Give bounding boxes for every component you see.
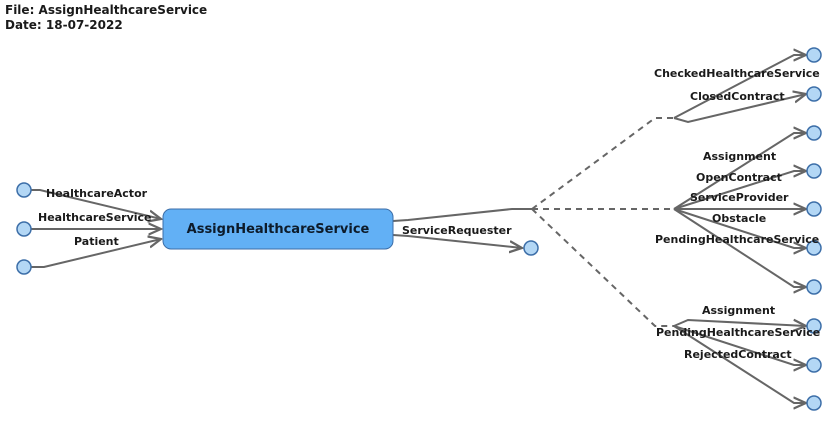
label-open-contract: OpenContract <box>696 171 782 184</box>
output-node-assignment-2[interactable] <box>806 318 822 334</box>
input-node-healthcare-actor[interactable] <box>16 182 32 198</box>
label-healthcare-service: HealthcareService <box>38 211 152 224</box>
label-service-requester: ServiceRequester <box>402 224 512 237</box>
label-patient: Patient <box>74 235 119 248</box>
edge-assignment-2 <box>673 320 806 326</box>
output-node-assignment-1[interactable] <box>806 125 822 141</box>
label-healthcare-actor: HealthcareActor <box>46 187 148 200</box>
label-assignment-2: Assignment <box>702 304 775 317</box>
output-node-pending-healthcare-service-1[interactable] <box>806 279 822 295</box>
edge-checked-healthcare-service <box>673 55 806 119</box>
edge-pending-healthcare-service-2 <box>673 325 806 365</box>
label-closed-contract: ClosedContract <box>690 90 785 103</box>
branch-dashed-3 <box>531 208 674 327</box>
output-node-obstacle[interactable] <box>806 240 822 256</box>
label-assignment-1: Assignment <box>703 150 776 163</box>
input-node-patient[interactable] <box>16 259 32 275</box>
label-obstacle: Obstacle <box>712 212 766 225</box>
output-node-checked-healthcare-service[interactable] <box>806 47 822 63</box>
label-checked-healthcare-service: CheckedHealthcareService <box>654 67 820 80</box>
input-node-healthcare-service[interactable] <box>16 221 32 237</box>
label-pending-healthcare-service-1: PendingHealthcareService <box>655 233 819 246</box>
edge-rejected-contract <box>673 325 806 403</box>
label-rejected-contract: RejectedContract <box>684 348 792 361</box>
edge-output-service-requester <box>392 234 522 248</box>
output-node-closed-contract[interactable] <box>806 86 822 102</box>
output-node-open-contract[interactable] <box>806 163 822 179</box>
edge-pending-healthcare-service-1 <box>673 208 806 287</box>
process-label: AssignHealthcareService <box>187 222 370 237</box>
output-node-service-requester[interactable] <box>523 240 539 256</box>
branch-dashed-1 <box>531 117 674 210</box>
output-node-rejected-contract[interactable] <box>806 395 822 411</box>
edge-obstacle <box>673 208 806 248</box>
file-title: File: AssignHealthcareService <box>5 3 208 17</box>
edge-assignment-1 <box>673 133 806 210</box>
file-date: Date: 18-07-2022 <box>5 18 123 32</box>
label-service-provider: ServiceProvider <box>690 191 789 204</box>
process-node[interactable]: AssignHealthcareService <box>162 208 394 250</box>
edge-closed-contract <box>673 94 806 124</box>
label-pending-healthcare-service-2: PendingHealthcareService <box>656 326 820 339</box>
edge-open-contract <box>673 171 806 210</box>
edge-process-to-split <box>392 208 532 222</box>
output-node-pending-healthcare-service-2[interactable] <box>806 357 822 373</box>
output-node-service-provider[interactable] <box>806 201 822 217</box>
